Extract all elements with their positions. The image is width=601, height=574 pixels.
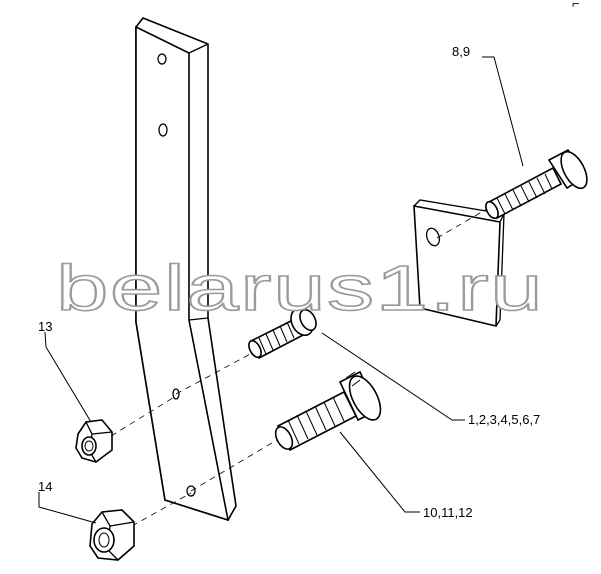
bolt-medium xyxy=(175,307,317,395)
nut-small xyxy=(75,395,177,463)
callout-10-12: 10,11,12 xyxy=(423,505,473,520)
callout-8-9: 8,9 xyxy=(452,44,470,59)
plate-hole xyxy=(425,227,441,247)
callout-14: 14 xyxy=(38,479,52,494)
strut-hole-2 xyxy=(158,123,168,137)
corner-mark: ⌐ xyxy=(572,0,580,11)
callout-13: 13 xyxy=(38,319,52,334)
bolt-large xyxy=(190,370,382,492)
nut-large xyxy=(89,492,192,561)
strut-hole-1 xyxy=(157,53,167,65)
callout-1-7: 1,2,3,4,5,6,7 xyxy=(468,412,540,427)
watermark: belarus1.ru xyxy=(56,252,544,324)
leader-lines xyxy=(38,56,524,524)
bolt-small xyxy=(436,148,588,239)
mounting-plate xyxy=(413,199,505,328)
